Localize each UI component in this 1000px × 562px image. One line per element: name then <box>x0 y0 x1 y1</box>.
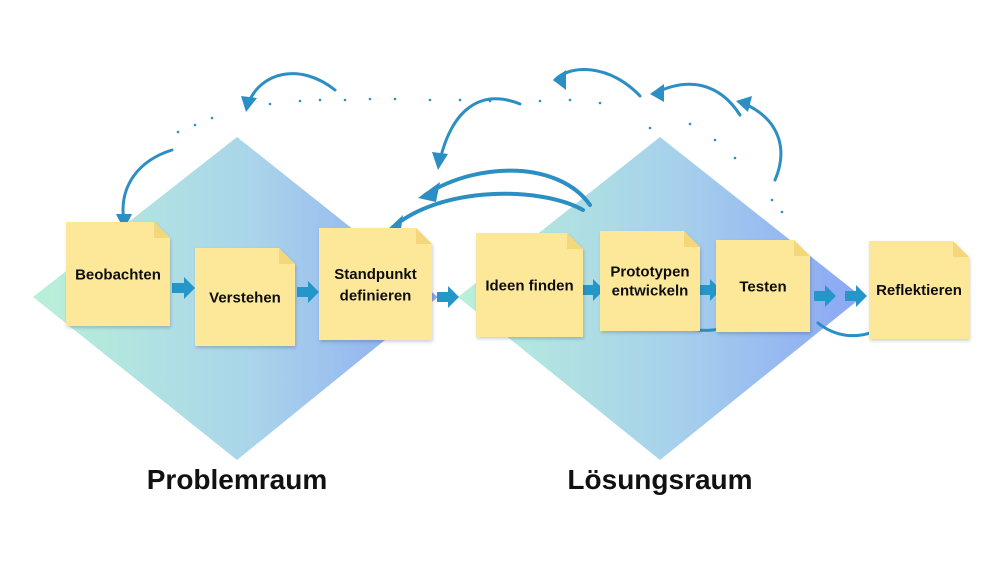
note-label: Verstehen <box>209 289 281 306</box>
trail-dot <box>428 98 432 102</box>
loop-curve <box>653 82 742 117</box>
trail-dot <box>733 156 737 160</box>
trail-dot <box>193 123 197 127</box>
trail-dot <box>176 130 180 134</box>
loop-curve <box>390 191 585 230</box>
trail-dot <box>343 98 347 102</box>
arrowhead <box>650 84 664 102</box>
note-paper <box>869 241 969 339</box>
loop-curve <box>423 168 592 207</box>
note-fold <box>567 233 583 249</box>
sticky-note-prototypen: Prototypen entwickeln <box>600 231 700 331</box>
loop-curve <box>553 68 642 98</box>
trail-dot <box>368 97 372 101</box>
solution-space-label: Lösungsraum <box>567 464 752 495</box>
trail-dot <box>268 102 272 106</box>
flow-arrow <box>583 279 604 301</box>
note-paper <box>66 222 170 326</box>
note-label: Standpunkt <box>334 266 417 283</box>
trail-dot <box>210 116 214 120</box>
flow-arrow <box>172 277 195 299</box>
step-arrows <box>172 277 867 308</box>
note-fold <box>794 240 810 256</box>
loop-curve <box>743 102 783 182</box>
trail-dot <box>488 99 492 103</box>
trail-dot <box>770 198 774 202</box>
sticky-note-reflektieren: Reflektieren <box>869 241 969 339</box>
flow-arrow <box>814 285 836 307</box>
note-label: Beobachten <box>75 266 161 283</box>
trail-dot <box>598 101 602 105</box>
flow-arrow <box>297 281 319 303</box>
note-label: Reflektieren <box>876 282 962 299</box>
dotted-trail <box>176 97 784 214</box>
note-fold <box>416 228 432 244</box>
note-paper <box>476 233 583 337</box>
trail-dot <box>318 98 322 102</box>
sticky-note-verstehen: Verstehen <box>195 248 295 346</box>
trail-dot <box>568 98 572 102</box>
note-label: definieren <box>340 287 412 304</box>
note-fold <box>684 231 700 247</box>
sticky-note-standpunkt: Standpunkt definieren <box>319 228 432 340</box>
flow-arrow <box>845 285 867 307</box>
arrowhead <box>418 182 440 202</box>
trail-dot <box>298 99 302 103</box>
note-paper <box>195 248 295 346</box>
sticky-note-beobachten: Beobachten <box>66 222 170 326</box>
loop-curve <box>246 72 337 106</box>
trail-dot <box>648 126 652 130</box>
arrowhead <box>553 70 566 90</box>
trail-dot <box>538 99 542 103</box>
note-paper <box>716 240 810 332</box>
sticky-note-ideen: Ideen finden <box>476 233 583 337</box>
sticky-note-testen: Testen <box>716 240 810 332</box>
note-label: entwickeln <box>612 282 689 299</box>
flow-arrow <box>437 286 459 308</box>
flow-arrow <box>700 279 721 301</box>
trail-dot <box>688 122 692 126</box>
problem-space-label: Problemraum <box>147 464 328 495</box>
arrowhead <box>736 96 752 112</box>
loop-curve <box>121 148 174 224</box>
trail-dot <box>458 98 462 102</box>
note-paper <box>600 231 700 331</box>
note-fold <box>279 248 295 264</box>
trail-dot <box>713 138 717 142</box>
note-fold <box>154 222 170 238</box>
note-label: Testen <box>739 279 786 296</box>
trail-dot <box>393 97 397 101</box>
note-paper <box>319 228 432 340</box>
trail-dot <box>780 210 784 214</box>
loop-curve <box>438 97 522 162</box>
note-fold <box>953 241 969 257</box>
note-label: Prototypen <box>610 263 689 280</box>
arrowhead <box>241 96 257 112</box>
note-label: Ideen finden <box>485 278 573 295</box>
arrowhead <box>432 152 448 170</box>
